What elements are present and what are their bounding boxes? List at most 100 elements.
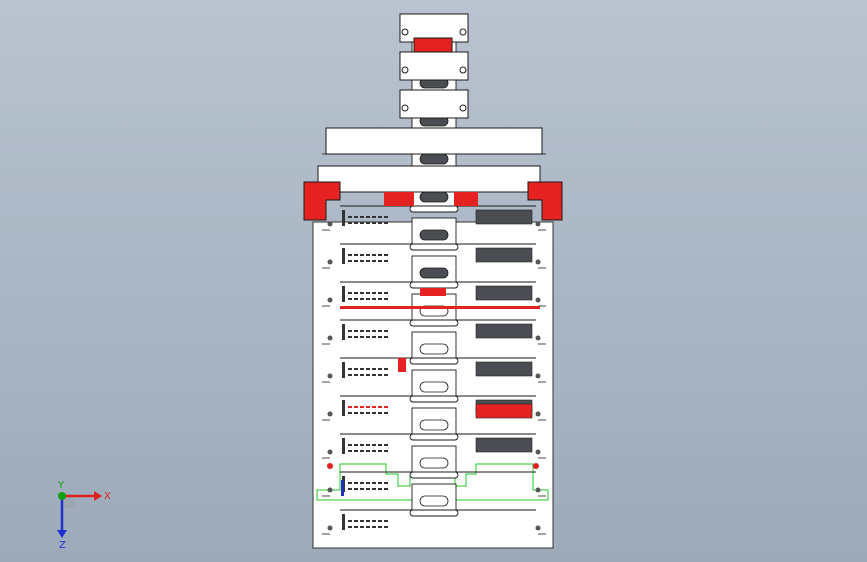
- vent-slot: [372, 520, 376, 522]
- vent-slot: [372, 330, 376, 332]
- mount-hole-right: [535, 373, 541, 379]
- vent-slot: [372, 444, 376, 446]
- vent-slot: [354, 412, 358, 414]
- mount-hole-right: [535, 297, 541, 303]
- mount-hole-left: [327, 525, 333, 531]
- vent-slot: [354, 406, 358, 408]
- spine-slot: [419, 229, 449, 241]
- window-cutout: [475, 323, 533, 339]
- vent-slot: [378, 336, 382, 338]
- vent-slot: [348, 298, 352, 300]
- vent-slot: [348, 450, 352, 452]
- mount-hole-left: [327, 221, 333, 227]
- link-bar: [409, 509, 459, 517]
- vent-slot: [354, 330, 358, 332]
- red-insert-left: [384, 192, 414, 206]
- vent-slot: [372, 216, 376, 218]
- red-latch: [420, 288, 446, 296]
- mount-hole-right: [535, 525, 541, 531]
- vent-slot: [372, 298, 376, 300]
- vent-slot: [372, 482, 376, 484]
- left-red-bracket: [303, 181, 341, 221]
- clamp-hole: [459, 104, 467, 112]
- vent-slot: [384, 488, 388, 490]
- vent-slot: [354, 298, 358, 300]
- vent-slot: [372, 488, 376, 490]
- vent-slot: [354, 368, 358, 370]
- vent-slot: [366, 368, 370, 370]
- vent-slot: [366, 520, 370, 522]
- vent-slot: [378, 488, 382, 490]
- vent-slot: [366, 336, 370, 338]
- vent-slot: [378, 222, 382, 224]
- slot-marker: [342, 438, 345, 454]
- slot-marker: [342, 362, 345, 378]
- vent-slot: [348, 222, 352, 224]
- mount-hole-left: [327, 373, 333, 379]
- vent-slot: [384, 374, 388, 376]
- spine-slot: [419, 419, 449, 431]
- spine-slot: [419, 381, 449, 393]
- vent-slot: [378, 482, 382, 484]
- vent-slot: [354, 520, 358, 522]
- vent-slot: [366, 488, 370, 490]
- vent-slot: [360, 450, 364, 452]
- slot-marker: [342, 210, 345, 226]
- slot-marker: [342, 400, 345, 416]
- vent-slot: [366, 254, 370, 256]
- coordinate-triad: X Y Z: [57, 480, 111, 550]
- vent-slot: [348, 412, 352, 414]
- vent-slot: [378, 368, 382, 370]
- vent-slot: [360, 222, 364, 224]
- vent-slot: [360, 216, 364, 218]
- vent-slot: [360, 330, 364, 332]
- vent-slot: [384, 292, 388, 294]
- vent-slot: [384, 254, 388, 256]
- vent-slot: [360, 336, 364, 338]
- vent-slot: [378, 406, 382, 408]
- vent-slot: [378, 260, 382, 262]
- vent-slot: [348, 520, 352, 522]
- vent-slot: [360, 292, 364, 294]
- vent-slot: [384, 222, 388, 224]
- vent-slot: [354, 450, 358, 452]
- vent-slot: [366, 412, 370, 414]
- vent-slot: [378, 444, 382, 446]
- vent-slot: [384, 336, 388, 338]
- y-axis-label: Y: [57, 480, 65, 491]
- vent-slot: [348, 292, 352, 294]
- link-bar: [409, 243, 459, 251]
- mount-hole-left: [327, 335, 333, 341]
- vent-slot: [354, 222, 358, 224]
- vent-slot: [384, 444, 388, 446]
- vent-slot: [354, 526, 358, 528]
- vent-slot: [366, 482, 370, 484]
- vent-slot: [354, 482, 358, 484]
- vent-slot: [366, 222, 370, 224]
- vent-slot: [354, 216, 358, 218]
- vent-slot: [354, 444, 358, 446]
- clamp-hole: [401, 66, 409, 74]
- mount-hole-right: [535, 449, 541, 455]
- vent-slot: [360, 298, 364, 300]
- vent-slot: [366, 526, 370, 528]
- vent-slot: [360, 260, 364, 262]
- upper-plate-2: [317, 165, 541, 193]
- vent-slot: [372, 260, 376, 262]
- top-clamp-frame: [399, 89, 469, 119]
- top-clamp-frame: [399, 51, 469, 81]
- slot-marker: [342, 286, 345, 302]
- x-axis-label: X: [104, 491, 111, 502]
- vent-slot: [384, 216, 388, 218]
- window-cutout: [475, 247, 533, 263]
- vent-slot: [348, 260, 352, 262]
- vent-slot: [372, 412, 376, 414]
- vent-slot: [348, 406, 352, 408]
- vent-slot: [366, 450, 370, 452]
- vent-slot: [378, 450, 382, 452]
- red-window: [475, 403, 533, 419]
- link-bar: [409, 281, 459, 289]
- vent-slot: [384, 412, 388, 414]
